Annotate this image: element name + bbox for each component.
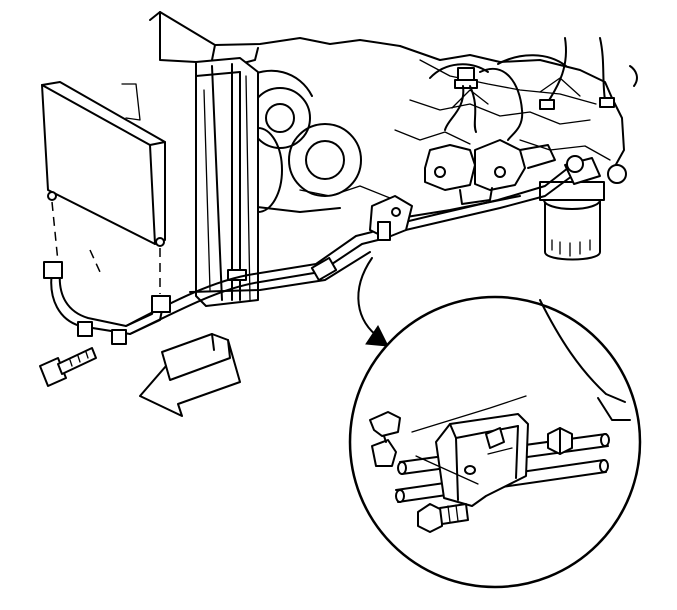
fitting-bolt bbox=[39, 347, 97, 387]
detail-bracket bbox=[435, 413, 529, 507]
radiator bbox=[195, 57, 259, 307]
wiring-harness bbox=[444, 37, 638, 141]
oil-filter bbox=[539, 181, 605, 261]
cooler-alignment-lines bbox=[51, 201, 161, 294]
starter-motor bbox=[424, 139, 556, 205]
detail-clip bbox=[369, 411, 401, 467]
line-bracket bbox=[369, 195, 413, 241]
detail-magnifier bbox=[348, 295, 642, 589]
engine-block bbox=[149, 11, 625, 213]
bracket-bolt bbox=[417, 503, 469, 533]
removal-arrow bbox=[139, 333, 241, 417]
oil-cooler-lines bbox=[43, 155, 627, 345]
oil-cooler bbox=[41, 81, 166, 247]
detail-fitting bbox=[547, 427, 573, 455]
leader-arrow bbox=[357, 257, 389, 347]
